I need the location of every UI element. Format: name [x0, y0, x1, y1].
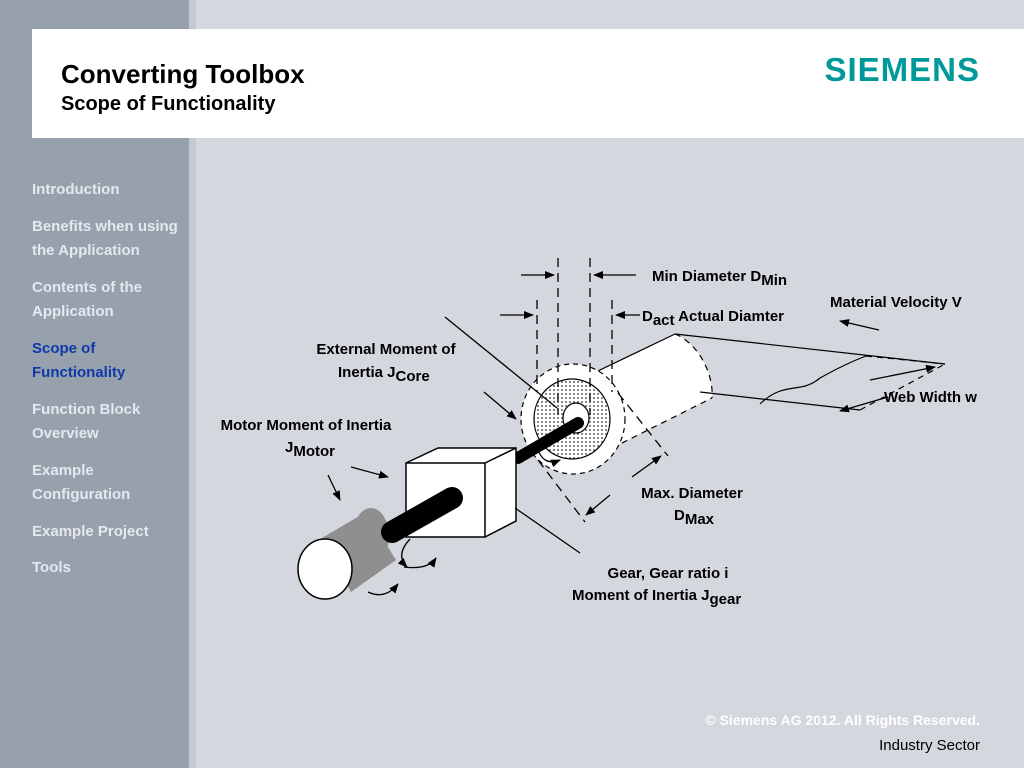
arrows	[327, 271, 936, 596]
label-min-diameter: Min Diameter DMin	[652, 268, 787, 289]
sidebar-divider	[189, 0, 196, 768]
nav-item-scope-of-functionality[interactable]: Scope of Functionality	[32, 339, 126, 382]
dimension-lines	[536, 258, 669, 523]
page-title: Converting Toolbox	[61, 59, 305, 89]
sector-text: Industry Sector	[879, 737, 980, 754]
nav-item-introduction[interactable]: Introduction	[32, 181, 120, 198]
header: Converting Toolbox Scope of Functionalit…	[32, 29, 1024, 138]
nav-item-example-project[interactable]: Example Project	[32, 522, 149, 540]
nav-item-function-block-overview[interactable]: Function Block Overview	[32, 400, 141, 443]
label-gear-line2: Moment of Inertia Jgear	[572, 587, 741, 608]
nav-item-example-configuration[interactable]: Example Configuration	[32, 461, 131, 504]
label-external-moment-line2: Inertia JCore	[338, 364, 430, 385]
label-web-width: Web Width w	[884, 389, 977, 406]
material-roll	[520, 333, 713, 475]
core-shaft	[512, 417, 584, 464]
page-subtitle: Scope of Functionality	[61, 93, 276, 115]
copyright-text: © Siemens AG 2012. All Rights Reserved.	[705, 712, 980, 728]
sidebar-nav: Introduction Benefits when using the App…	[32, 178, 182, 593]
winder-diagram: Min Diameter DMin Dact Actual Diamter Ma…	[221, 258, 977, 608]
motor	[297, 487, 463, 600]
label-gear: Gear, Gear ratio i	[608, 565, 729, 582]
label-max-diameter-line2: DMax	[674, 507, 715, 528]
material-web	[674, 333, 946, 411]
label-external-moment: External Moment of	[316, 341, 456, 358]
nav-item-contents[interactable]: Contents of the Application	[32, 278, 142, 321]
label-motor-moment: Motor Moment of Inertia	[221, 417, 392, 434]
label-actual-diameter: Dact Actual Diamter	[642, 308, 784, 329]
label-motor-moment-line2: JMotor	[285, 439, 335, 460]
label-max-diameter: Max. Diameter	[641, 485, 743, 502]
nav-item-tools[interactable]: Tools	[32, 559, 71, 576]
siemens-logo: SIEMENS	[824, 51, 980, 88]
label-material-velocity: Material Velocity V	[830, 294, 962, 311]
nav-item-benefits[interactable]: Benefits when using the Application	[32, 217, 178, 260]
